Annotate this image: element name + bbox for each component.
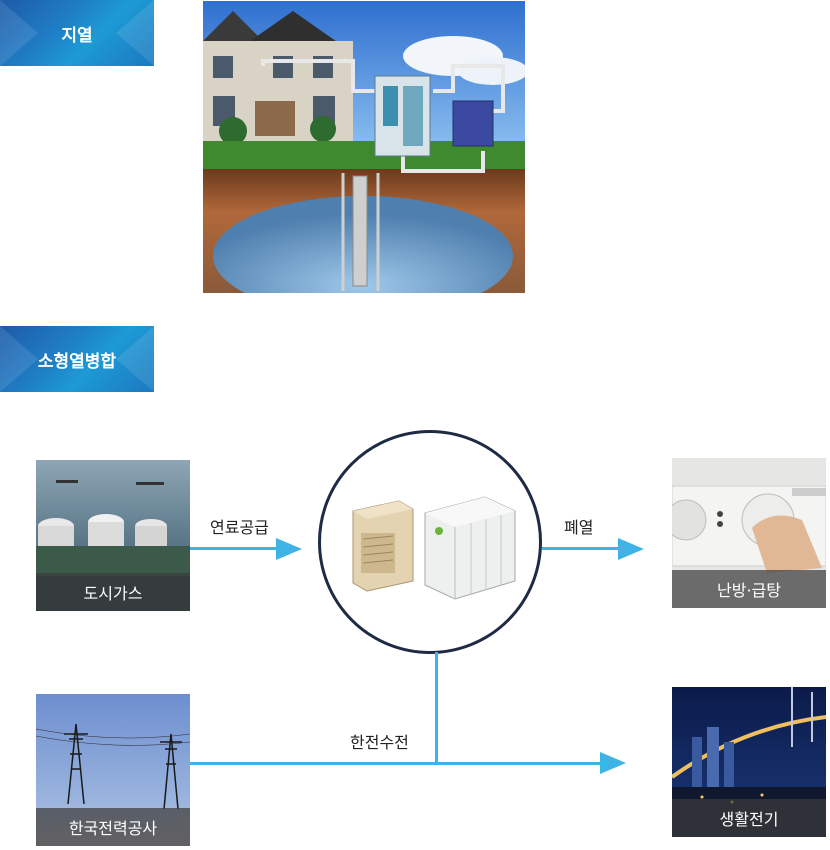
fuel-supply-label: 연료공급: [210, 518, 269, 537]
waste-heat-arrowhead: [618, 538, 644, 560]
fuel-supply-arrowhead: [276, 538, 302, 560]
grid-power-arrow: [190, 762, 602, 765]
grid-power-connector: [435, 652, 438, 765]
section-tag-geothermal: 지열: [0, 0, 154, 66]
heating-photo: 난방·급탕: [672, 458, 826, 608]
grid-power-label: 한전수전: [350, 733, 409, 752]
section-tag-chp: 소형열병합: [0, 326, 154, 392]
fuel-supply-arrow: [190, 547, 278, 550]
power-photo: 생활전기: [672, 687, 826, 837]
city-gas-caption: 도시가스: [36, 573, 190, 611]
geothermal-system-illustration: [203, 1, 525, 293]
city-gas-photo: 도시가스: [36, 460, 190, 611]
chp-units-illustration: [352, 496, 516, 600]
grid-power-arrowhead: [600, 752, 626, 774]
section-title-chp: 소형열병합: [37, 351, 117, 372]
kepco-caption: 한국전력공사: [36, 808, 190, 846]
section-title-geothermal: 지열: [61, 25, 93, 46]
kepco-photo: 한국전력공사: [36, 694, 190, 846]
power-caption: 생활전기: [672, 799, 826, 837]
waste-heat-label: 폐열: [564, 518, 594, 537]
heating-caption: 난방·급탕: [672, 570, 826, 608]
chp-unit-circle: [318, 430, 542, 654]
waste-heat-arrow: [542, 547, 620, 550]
